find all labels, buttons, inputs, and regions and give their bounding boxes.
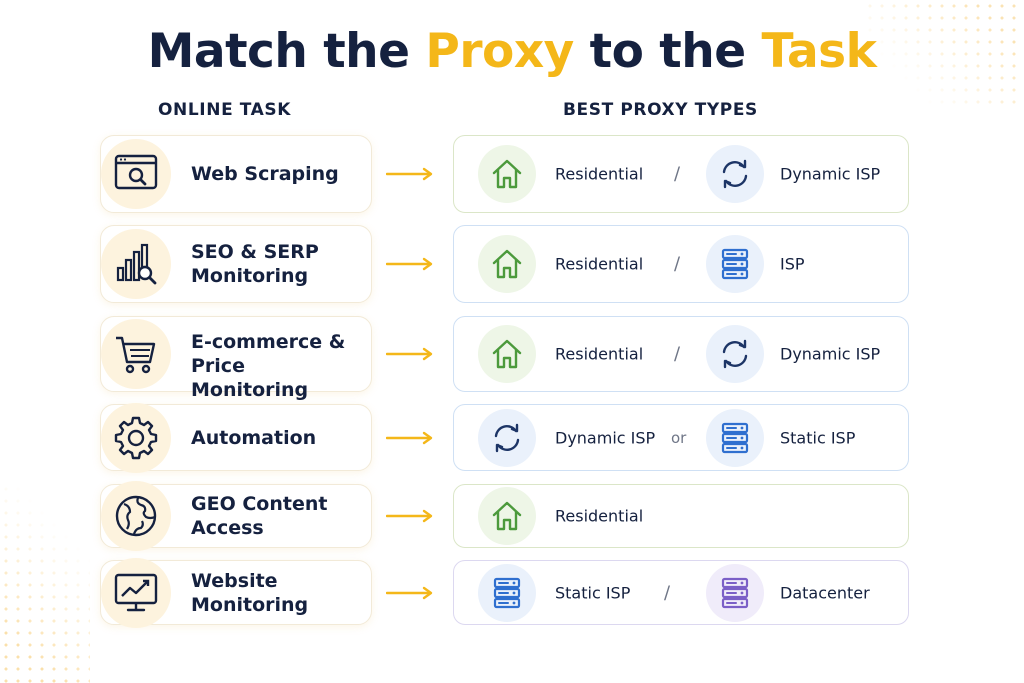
proxy-icon-badge <box>478 563 536 622</box>
separator: / <box>664 582 671 603</box>
task-label: Automation <box>191 426 317 449</box>
bar-chart-search-icon <box>112 240 160 288</box>
proxy-icon-badge <box>706 408 764 467</box>
proxy-icon-badge <box>478 325 536 383</box>
arrow-right-icon <box>386 586 433 599</box>
refresh-icon <box>490 421 524 455</box>
column-header-best-proxy-types: BEST PROXY TYPES <box>563 100 758 120</box>
task-icon-badge <box>101 481 171 551</box>
server-icon <box>490 576 524 610</box>
proxy-type-label: Static ISP <box>555 583 631 602</box>
task-label: SEO & SERP Monitoring <box>191 241 319 287</box>
task-label: GEO Content Access <box>191 493 328 539</box>
proxy-card: Residential / Dynamic ISP <box>453 316 909 392</box>
proxy-icon-badge <box>706 235 764 293</box>
proxy-card: Dynamic ISP or Static ISP <box>453 404 909 471</box>
proxy-card: Residential / Dynamic ISP <box>453 135 909 213</box>
proxy-type-label: Dynamic ISP <box>780 344 881 364</box>
refresh-icon <box>718 337 752 371</box>
proxy-type-label: Residential <box>555 254 644 274</box>
proxy-type-label: ISP <box>780 254 805 274</box>
proxy-type-label: Dynamic ISP <box>780 164 881 184</box>
proxy-icon-badge <box>706 325 764 383</box>
column-header-online-task: ONLINE TASK <box>158 100 292 120</box>
proxy-icon-badge <box>478 145 536 203</box>
task-icon-badge <box>101 139 171 209</box>
arrow-right-icon <box>386 167 433 181</box>
arrow-right-icon <box>386 257 433 271</box>
task-card: Web Scraping <box>100 135 372 213</box>
decorative-dots-bottom-left <box>0 483 90 683</box>
home-icon <box>490 247 524 281</box>
proxy-icon-badge <box>478 408 536 467</box>
home-icon <box>490 157 524 191</box>
proxy-type-label: Residential <box>555 506 644 526</box>
title-part-2: Proxy <box>425 24 574 79</box>
separator: / <box>674 163 681 185</box>
proxy-type-label: Residential <box>555 164 644 184</box>
refresh-icon <box>718 157 752 191</box>
home-icon <box>490 499 524 533</box>
task-card: GEO Content Access <box>100 481 372 551</box>
datacenter-server-icon <box>718 576 752 610</box>
proxy-icon-badge <box>478 235 536 293</box>
proxy-card: Residential / ISP <box>453 225 909 303</box>
task-icon-badge <box>101 319 171 389</box>
proxy-icon-badge <box>706 563 764 622</box>
browser-search-icon <box>112 150 160 198</box>
proxy-card: Residential <box>453 484 909 548</box>
task-label: E-commerce & Price Monitoring <box>191 331 346 401</box>
server-icon <box>718 421 752 455</box>
proxy-icon-badge <box>706 145 764 203</box>
proxy-card: Static ISP / Datacenter <box>453 560 909 625</box>
shopping-cart-icon <box>112 330 160 378</box>
task-card: SEO & SERP Monitoring <box>100 225 372 303</box>
task-label: Website Monitoring <box>191 569 309 616</box>
proxy-type-label: Static ISP <box>780 428 856 447</box>
arrow-right-icon <box>386 509 433 523</box>
globe-icon <box>112 492 160 540</box>
proxy-type-label: Dynamic ISP <box>555 428 656 447</box>
gear-icon <box>112 414 160 462</box>
task-icon-badge <box>101 229 171 299</box>
proxy-type-label: Datacenter <box>780 583 870 602</box>
proxy-type-label: Residential <box>555 344 644 364</box>
monitor-chart-icon <box>112 569 160 617</box>
task-card: Website Monitoring <box>100 557 372 628</box>
server-icon <box>718 247 752 281</box>
separator: / <box>674 253 681 275</box>
task-label: Web Scraping <box>191 163 339 185</box>
separator: / <box>674 343 681 365</box>
arrow-right-icon <box>386 347 433 361</box>
task-icon-badge <box>101 557 171 628</box>
page-title: Match the Proxy to the Task <box>0 24 1024 79</box>
arrow-right-icon <box>386 431 433 444</box>
proxy-icon-badge <box>478 487 536 545</box>
title-part-4: Task <box>761 24 877 79</box>
home-icon <box>490 337 524 371</box>
task-card: E-commerce & Price Monitoring <box>100 316 372 401</box>
task-icon-badge <box>101 402 171 473</box>
title-part-1: Match the <box>147 24 410 79</box>
separator: or <box>671 428 687 447</box>
task-card: Automation <box>100 402 372 473</box>
title-part-3: to the <box>589 24 746 79</box>
